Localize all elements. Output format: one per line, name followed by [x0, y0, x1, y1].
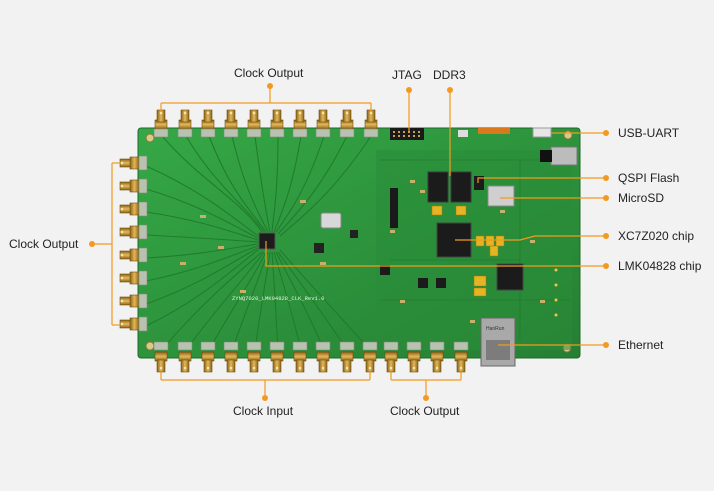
usb-uart-connector [532, 127, 552, 138]
ethernet-jack: HanRun [480, 317, 516, 367]
sma-connector [177, 341, 193, 373]
sma-connector [119, 247, 148, 263]
sma-connector [119, 155, 148, 171]
sma-connector [200, 109, 216, 138]
sma-connector [177, 109, 193, 138]
sma-connector [406, 341, 422, 373]
orange-connector [478, 128, 510, 134]
button-connector [458, 130, 468, 137]
qspi-flash [474, 176, 484, 190]
sma-connector [269, 341, 285, 373]
sma-connector [119, 270, 148, 286]
ddr3-chips [427, 171, 472, 203]
sma-connector [223, 109, 239, 138]
callout-dots [89, 83, 609, 401]
label-lmk04828: LMK04828 chip [618, 259, 702, 273]
lmk04828-chip [258, 232, 276, 250]
sma-connector [339, 109, 355, 138]
sma-connector [119, 224, 148, 240]
sma-connector [383, 341, 399, 373]
oscillator [320, 212, 342, 229]
sma-connector [429, 341, 445, 373]
pin-header [390, 188, 398, 228]
label-xc7z020: XC7Z020 chip [618, 229, 695, 243]
microsd-slot [487, 185, 515, 207]
label-microsd: MicroSD [618, 191, 665, 205]
sma-connectors-left [119, 155, 148, 332]
jtag-header [390, 128, 424, 140]
sma-connector [119, 201, 148, 217]
label-usb-uart: USB-UART [618, 126, 680, 140]
sma-connector [363, 109, 379, 138]
ethernet-jack-text: HanRun [486, 326, 505, 332]
passive-components [180, 180, 545, 323]
sma-connector [453, 341, 469, 373]
sma-connector [292, 109, 308, 138]
sma-connector [119, 293, 148, 309]
label-clock-input-bottom: Clock Input [233, 404, 294, 418]
sma-connector [119, 316, 148, 332]
power-jack [550, 146, 578, 166]
label-clock-output-top: Clock Output [234, 66, 304, 80]
board-silkscreen: ZYNQ7020_LMK04828_CLK_Rev1.0 [232, 295, 324, 302]
sma-connector [315, 341, 331, 373]
pcb-traces [145, 135, 372, 351]
label-ddr3: DDR3 [433, 68, 466, 82]
sma-connector [200, 341, 216, 373]
small-ic [314, 243, 324, 253]
sma-connector [315, 109, 331, 138]
sma-connectors-top [153, 109, 379, 138]
sma-connector [223, 341, 239, 373]
sma-connector [246, 341, 262, 373]
sma-connector [339, 341, 355, 373]
label-ethernet: Ethernet [618, 338, 664, 352]
sma-connector [362, 341, 378, 373]
sma-connector [246, 109, 262, 138]
label-clock-output-left: Clock Output [9, 237, 79, 251]
sma-connector [292, 341, 308, 373]
label-qspi-flash: QSPI Flash [618, 171, 680, 185]
callout-lines [92, 86, 606, 398]
label-jtag: JTAG [392, 68, 422, 82]
sma-connector [153, 109, 169, 138]
sma-connector [119, 178, 148, 194]
sma-connector [269, 109, 285, 138]
sma-connector [153, 341, 169, 373]
label-clock-output-bottom: Clock Output [390, 404, 460, 418]
